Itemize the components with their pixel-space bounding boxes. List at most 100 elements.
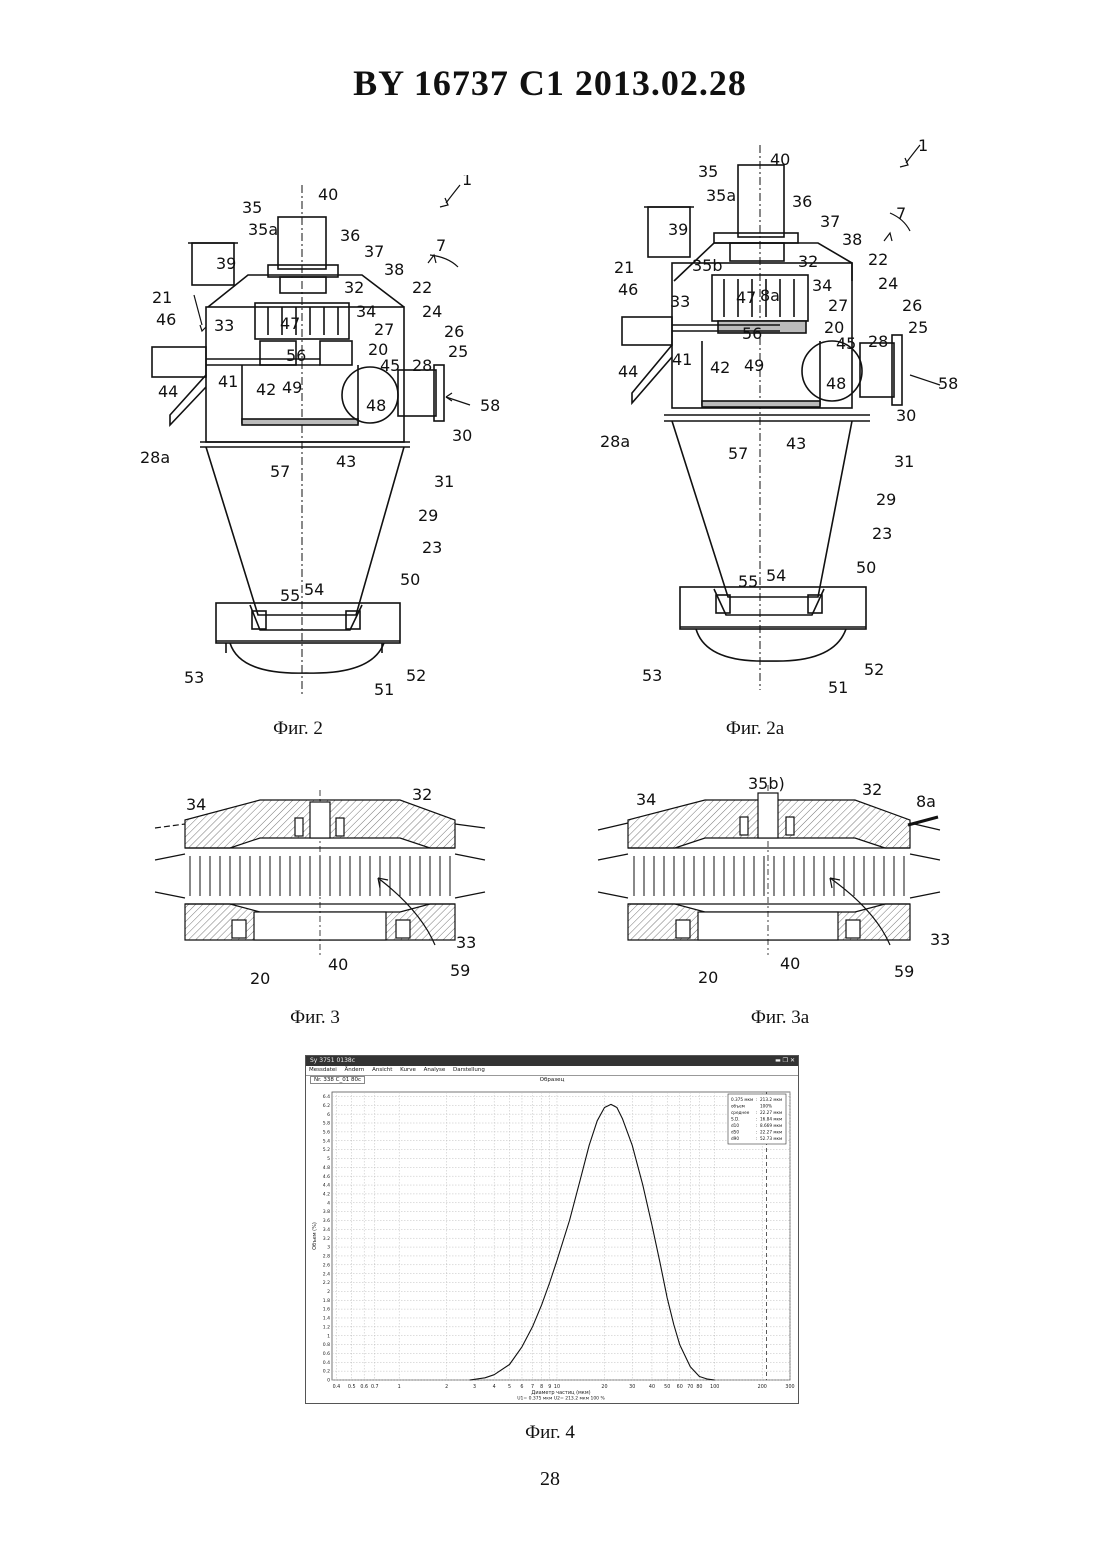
- x-tick-label: 70: [687, 1384, 693, 1390]
- label-49: 49: [282, 378, 302, 397]
- stats-value: 22.27 мкм: [760, 1130, 782, 1135]
- label-7: 7: [896, 204, 906, 223]
- y-tick-label: 3.4: [323, 1227, 330, 1233]
- label-29: 29: [876, 490, 896, 509]
- label-42: 42: [256, 380, 276, 399]
- label-40: 40: [770, 150, 790, 169]
- label-48: 48: [366, 396, 386, 415]
- y-tick-label: 2.8: [323, 1254, 330, 1260]
- y-tick-label: 1.2: [323, 1324, 330, 1330]
- label-32: 32: [862, 780, 882, 799]
- label-50: 50: [856, 558, 876, 577]
- label-45: 45: [380, 356, 400, 375]
- stats-sep: :: [756, 1097, 757, 1102]
- y-tick-label: 0: [327, 1378, 330, 1384]
- figure-3-drawing: 34 32 33 20 40 59: [150, 780, 500, 990]
- label-44: 44: [158, 382, 178, 401]
- x-tick-label: 0.5: [348, 1384, 356, 1390]
- x-tick-label: 0.6: [360, 1384, 368, 1390]
- x-tick-label: 60: [677, 1384, 683, 1390]
- label-28: 28: [868, 332, 888, 351]
- y-tick-label: 4.4: [323, 1183, 330, 1189]
- label-54: 54: [766, 566, 786, 585]
- figure-3a-drawing: 34 35b) 32 8a 33 20 40 59: [590, 775, 970, 990]
- stats-value: 16.84 мкм: [760, 1117, 782, 1122]
- stats-value: 8.669 мкм: [760, 1123, 782, 1128]
- y-axis-label: Объем (%): [312, 1222, 318, 1250]
- label-28: 28: [412, 356, 432, 375]
- x-tick-label: 4: [493, 1384, 496, 1390]
- y-tick-label: 1.6: [323, 1307, 330, 1313]
- label-43: 43: [336, 452, 356, 471]
- label-24: 24: [422, 302, 442, 321]
- label-1: 1: [462, 175, 472, 189]
- label-49: 49: [744, 356, 764, 375]
- label-26: 26: [444, 322, 464, 341]
- y-tick-label: 4.8: [323, 1165, 330, 1171]
- y-tick-label: 5.2: [323, 1147, 330, 1153]
- label-50: 50: [400, 570, 420, 589]
- y-tick-label: 5.4: [323, 1138, 330, 1144]
- x-tick-label: 6: [520, 1384, 523, 1390]
- label-31: 31: [434, 472, 454, 491]
- label-32: 32: [412, 785, 432, 804]
- stats-key: d50: [731, 1130, 739, 1135]
- x-tick-label: 20: [601, 1384, 607, 1390]
- label-35a: 35a: [248, 220, 278, 239]
- label-34: 34: [636, 790, 656, 809]
- label-57: 57: [270, 462, 290, 481]
- label-30: 30: [452, 426, 472, 445]
- label-32: 32: [798, 252, 818, 271]
- label-20: 20: [250, 969, 270, 988]
- y-tick-label: 1.4: [323, 1316, 330, 1322]
- y-tick-label: 5: [327, 1156, 330, 1162]
- stats-key: d10: [731, 1123, 739, 1128]
- label-37: 37: [820, 212, 840, 231]
- menu-item-ansicht[interactable]: Ansicht: [372, 1067, 392, 1073]
- stats-sep: :: [756, 1110, 757, 1115]
- document-header: BY 16737 C1 2013.02.28: [0, 62, 1100, 104]
- label-37: 37: [364, 242, 384, 261]
- label-56: 56: [286, 346, 306, 365]
- label-36: 36: [792, 192, 812, 211]
- label-23: 23: [422, 538, 442, 557]
- label-40: 40: [328, 955, 348, 974]
- label-55: 55: [280, 586, 300, 605]
- stats-key: объем: [731, 1104, 745, 1109]
- y-tick-label: 3.2: [323, 1236, 330, 1242]
- y-tick-label: 2.4: [323, 1271, 330, 1277]
- x-tick-label: 40: [649, 1384, 655, 1390]
- menu-item-andern[interactable]: Ändern: [345, 1067, 365, 1073]
- figure-2a-drawing: 1 40 35 35a 36 37 7 38 39 35b 32 22 21 4…: [580, 135, 980, 700]
- distribution-chart: 0.40.50.60.71234567891020304050607080100…: [306, 1084, 796, 1400]
- window-controls[interactable]: ▬ ❐ ✕: [775, 1056, 795, 1066]
- label-43: 43: [786, 434, 806, 453]
- label-52: 52: [864, 660, 884, 679]
- y-tick-label: 0.4: [323, 1360, 330, 1366]
- y-tick-label: 0.6: [323, 1351, 330, 1357]
- menu-item-kurve[interactable]: Kurve: [400, 1067, 416, 1073]
- label-35: 35: [242, 198, 262, 217]
- chart-title: Образец: [306, 1076, 798, 1084]
- label-39: 39: [668, 220, 688, 239]
- stats-value: 22.27 мкм: [760, 1110, 782, 1115]
- menu-item-analyse[interactable]: Analyse: [424, 1067, 446, 1073]
- stats-key: d90: [731, 1136, 739, 1141]
- label-58: 58: [480, 396, 500, 415]
- x-tick-label: 2: [445, 1384, 448, 1390]
- label-53: 53: [642, 666, 662, 685]
- label-55: 55: [738, 572, 758, 591]
- page-number: 28: [0, 1468, 1100, 1491]
- label-59: 59: [450, 961, 470, 980]
- stats-value: 100%: [760, 1104, 772, 1109]
- label-33: 33: [670, 292, 690, 311]
- figure-2-drawing: 1 40 35 35a 36 37 38 7 39 22 32 21 34 24…: [130, 175, 510, 705]
- y-tick-label: 0.8: [323, 1342, 330, 1348]
- label-34: 34: [356, 302, 376, 321]
- y-tick-label: 2.2: [323, 1280, 330, 1286]
- x-tick-label: 80: [696, 1384, 702, 1390]
- x-axis-label: Диаметр частиц (мкм): [531, 1390, 590, 1396]
- menu-item-darstellung[interactable]: Darstellung: [453, 1067, 485, 1073]
- menu-item-messdatei[interactable]: Messdatei: [309, 1067, 337, 1073]
- y-tick-label: 0.2: [323, 1369, 330, 1375]
